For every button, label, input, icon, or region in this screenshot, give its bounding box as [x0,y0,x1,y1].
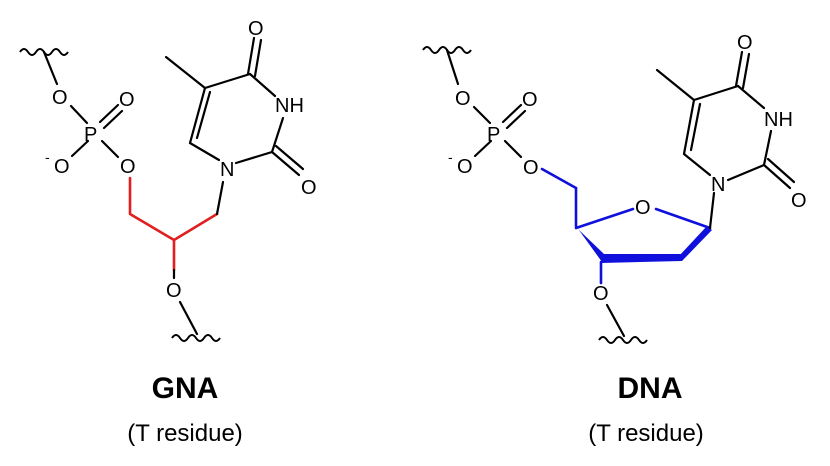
dna-structure: O P O O - O O O N [422,32,807,344]
dna-atom-o-c4: O [737,32,753,54]
dna-deoxyribose-backbone [540,167,712,285]
gna-atom-o-minus: O [54,156,70,178]
dna-negative-charge: - [448,149,453,165]
dna-atom-o-ring: O [635,197,651,219]
dna-atom-o-double: O [522,89,538,111]
gna-structure: O P O O - O O N [19,18,317,342]
gna-atom-o-top: O [52,87,68,109]
gna-atom-o-double: O [119,89,135,111]
dna-atom-nh: NH [764,109,793,131]
dna-atom-o-ester: O [523,157,539,179]
dna-atom-o-c2: O [791,190,807,212]
gna-glycol-backbone [128,176,219,272]
gna-atom-nh: NH [275,95,304,117]
dna-atom-o-minus: O [457,156,473,178]
dna-atom-n1: N [711,174,725,196]
gna-atom-n1: N [220,159,234,181]
gna-atom-o-c4: O [248,18,264,40]
gna-negative-charge: - [45,149,50,165]
dna-title: DNA [617,372,683,405]
gna-title: GNA [151,372,219,405]
gna-atom-o-c2: O [301,177,317,199]
gna-subtitle: (T residue) [127,420,243,447]
dna-wavy-attachment-bottom [598,336,648,344]
gna-wavy-attachment-bottom [171,334,221,342]
gna-atom-o-ester: O [120,156,136,178]
dna-atom-o-top: O [455,88,471,110]
dna-subtitle: (T residue) [588,420,704,447]
gna-atom-o-bottom: O [166,280,182,302]
dna-atom-o-bottom: O [593,283,609,305]
